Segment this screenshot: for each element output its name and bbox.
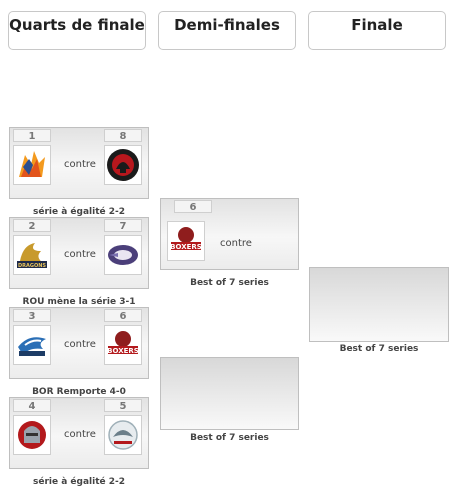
vs-label: contre <box>64 339 96 350</box>
boxers-logo-text: BOXERS <box>107 347 139 355</box>
dragons-logo[interactable]: DRAGONS <box>13 235 51 275</box>
match-status-4: série à égalité 2-2 <box>32 477 126 487</box>
header-quarterfinals: Quarts de finale <box>8 11 146 50</box>
final-status: Best of 7 series <box>339 344 419 354</box>
match-status-1: série à égalité 2-2 <box>32 207 126 217</box>
final-match[interactable] <box>309 267 449 342</box>
quarterfinal-match-3[interactable]: 3 6 contre BOXERS <box>9 307 149 379</box>
match-status-2: ROU mène la série 3-1 <box>22 297 136 307</box>
knight-helmet-logo[interactable] <box>13 415 51 455</box>
semifinal-status-1: Best of 7 series <box>190 278 269 288</box>
flame-wolf-logo[interactable] <box>13 145 51 185</box>
semifinal-match-2[interactable] <box>160 357 299 430</box>
seed-right: 5 <box>104 399 142 412</box>
eagle-crest-logo[interactable] <box>104 415 142 455</box>
rapaces-logo[interactable] <box>13 325 51 365</box>
vs-label: contre <box>64 159 96 170</box>
boxers-logo-text: BOXERS <box>170 243 202 251</box>
boxers-logo[interactable]: BOXERS <box>167 221 205 261</box>
boxers-logo[interactable]: BOXERS <box>104 325 142 365</box>
header-final: Finale <box>308 11 446 50</box>
header-semifinals: Demi-finales <box>158 11 296 50</box>
seed-left: 6 <box>174 200 212 213</box>
vs-label: contre <box>64 249 96 260</box>
hockey-team-logo[interactable] <box>104 235 142 275</box>
seed-right: 8 <box>104 129 142 142</box>
seed-right: 6 <box>104 309 142 322</box>
semifinal-match-1[interactable]: 6 BOXERS contre <box>160 198 299 270</box>
scorpions-logo[interactable] <box>104 145 142 185</box>
quarterfinal-match-1[interactable]: 1 8 contre <box>9 127 149 199</box>
seed-right: 7 <box>104 219 142 232</box>
seed-left: 1 <box>13 129 51 142</box>
dragons-logo-text: DRAGONS <box>18 263 46 269</box>
seed-left: 4 <box>13 399 51 412</box>
semifinal-status-2: Best of 7 series <box>190 433 269 443</box>
quarterfinal-match-2[interactable]: 2 7 DRAGONS contre <box>9 217 149 289</box>
vs-label: contre <box>220 238 252 249</box>
seed-left: 3 <box>13 309 51 322</box>
quarterfinal-match-4[interactable]: 4 5 contre <box>9 397 149 469</box>
match-status-3: BOR Remporte 4-0 <box>32 387 126 397</box>
vs-label: contre <box>64 429 96 440</box>
seed-left: 2 <box>13 219 51 232</box>
